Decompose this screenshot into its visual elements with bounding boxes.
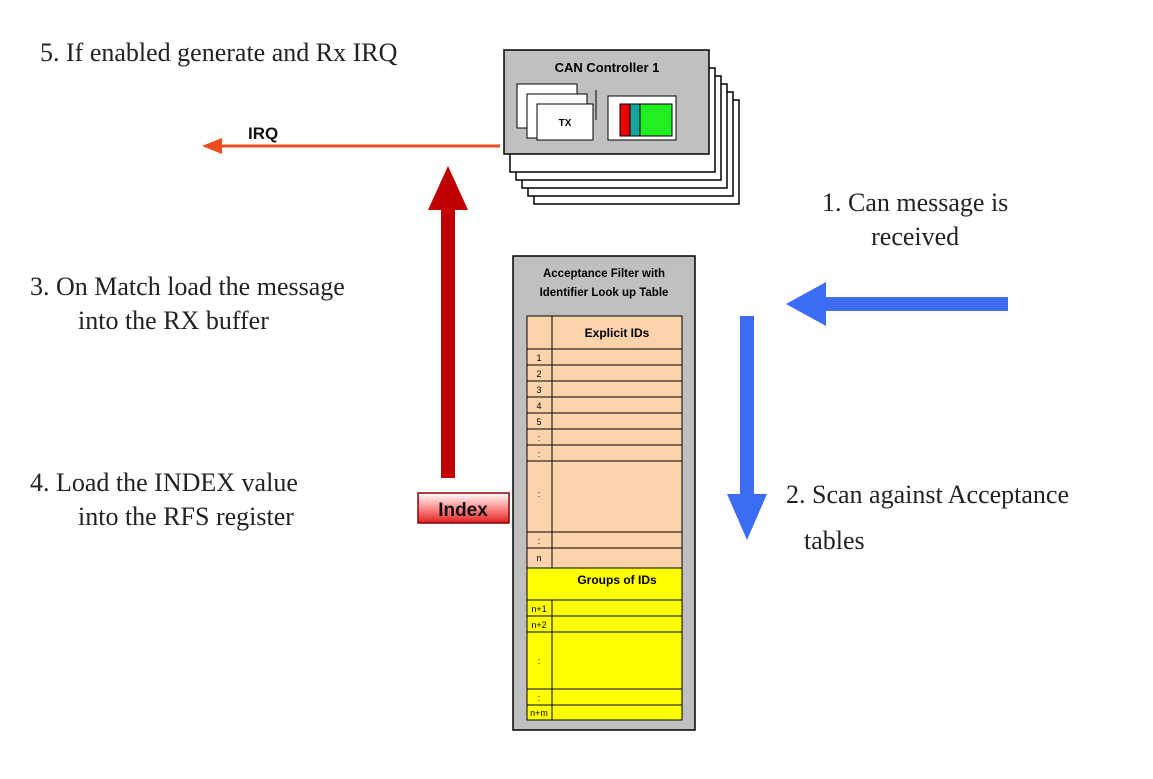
explicit-ids-header: Explicit IDs bbox=[585, 326, 650, 340]
step-4-line-2: into the RFS register bbox=[78, 501, 294, 531]
explicit-rows: 1 2 3 4 5 : : : : n bbox=[527, 348, 682, 563]
explicit-row-index: 5 bbox=[536, 417, 541, 427]
step-1-label: 1. Can message is received bbox=[822, 186, 1008, 254]
controller-title: CAN Controller 1 bbox=[555, 60, 660, 75]
explicit-ids-table: Explicit IDs 1 2 3 4 5 : : : : bbox=[526, 315, 683, 569]
step-2-label: 2. Scan against Acceptance tables bbox=[786, 478, 1069, 558]
group-row-index: n+2 bbox=[531, 620, 546, 630]
groups-ids-table: Groups of IDs n+1 n+2 : : n+m bbox=[526, 567, 683, 721]
scan-arrow bbox=[727, 316, 767, 540]
group-row-index: n+m bbox=[530, 708, 548, 718]
explicit-row-index: 3 bbox=[536, 385, 541, 395]
can-controller-stack: CAN Controller 1 TX bbox=[503, 49, 740, 205]
acceptance-filter: Acceptance Filter with Identifier Look u… bbox=[512, 255, 696, 731]
step-3-label: 3. On Match load the message into the RX… bbox=[30, 270, 345, 338]
step-1-line-2: received bbox=[871, 221, 960, 251]
irq-label: IRQ bbox=[248, 124, 278, 143]
step-2-line-2: tables bbox=[804, 525, 865, 555]
rx-led-green bbox=[639, 103, 673, 137]
acceptance-filter-title-2: Identifier Look up Table bbox=[540, 287, 669, 299]
group-row-index: : bbox=[538, 656, 541, 666]
explicit-row-index: n bbox=[536, 553, 541, 563]
step-4-label: 4. Load the INDEX value into the RFS reg… bbox=[30, 466, 298, 534]
step-3-line-2: into the RX buffer bbox=[78, 305, 269, 335]
tx-buffer-front bbox=[536, 103, 594, 141]
explicit-row-index: 1 bbox=[536, 353, 541, 363]
explicit-row-index: 4 bbox=[536, 401, 541, 411]
step-4-line-1: 4. Load the INDEX value bbox=[30, 468, 298, 497]
index-badge: Index bbox=[417, 492, 510, 524]
tx-label: TX bbox=[559, 118, 572, 129]
step-5-label: 5. If enabled generate and Rx IRQ bbox=[40, 38, 398, 67]
group-rows: n+1 n+2 : : n+m bbox=[527, 599, 682, 718]
step-1-line-1: 1. Can message is bbox=[822, 188, 1009, 217]
group-row-index: : bbox=[538, 693, 541, 703]
group-row-index: n+1 bbox=[531, 604, 546, 614]
message-received-arrow bbox=[786, 282, 1008, 326]
rx-led-teal bbox=[629, 103, 641, 137]
step-3-line-1: 3. On Match load the message bbox=[30, 272, 345, 301]
irq-arrow: IRQ bbox=[202, 124, 500, 154]
rx-led-red bbox=[619, 103, 631, 137]
acceptance-filter-title-1: Acceptance Filter with bbox=[543, 268, 665, 280]
index-label: Index bbox=[438, 500, 488, 521]
explicit-row-index: : bbox=[538, 433, 541, 443]
groups-ids-header: Groups of IDs bbox=[577, 573, 657, 587]
explicit-row-index: : bbox=[538, 449, 541, 459]
explicit-row-index: 2 bbox=[536, 369, 541, 379]
explicit-row-index: : bbox=[538, 536, 541, 546]
step-2-line-1: 2. Scan against Acceptance bbox=[786, 480, 1069, 509]
load-rx-arrow bbox=[428, 166, 468, 478]
explicit-row-index: : bbox=[538, 489, 541, 499]
